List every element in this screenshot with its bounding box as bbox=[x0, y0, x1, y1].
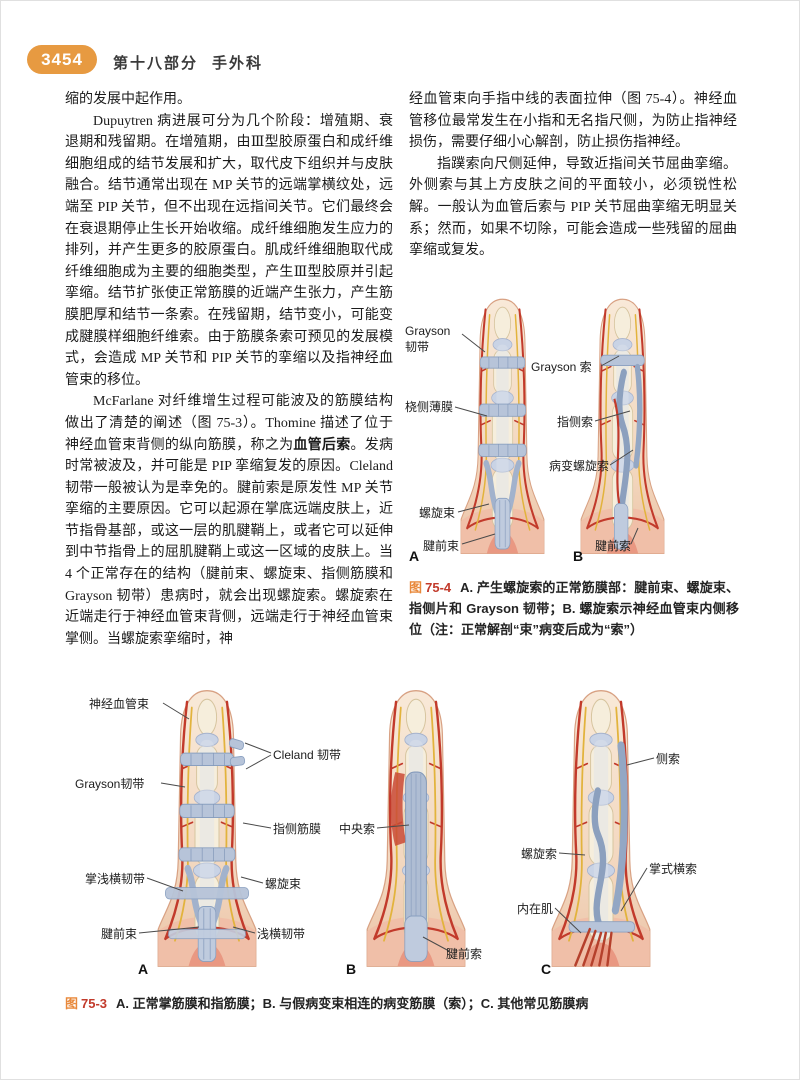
label-intrinsic-muscle: 内在肌 bbox=[517, 902, 554, 916]
label-radial-sheet: 桡侧薄膜 bbox=[405, 400, 454, 414]
label-cleland-ligament: Cleland 韧带 bbox=[273, 748, 342, 762]
paragraph: 指蹼索向尺侧延伸，导致近指间关节屈曲挛缩。外侧索与其上方皮肤之间的平面较小，必须… bbox=[409, 156, 737, 259]
label-palmar-transverse-cord: 掌式横索 bbox=[649, 862, 698, 876]
paragraph: 经血管束向手指中线的表面拉伸（图 75-4）。神经血管移位最常发生在小指和无名指… bbox=[409, 92, 737, 151]
finger-illustration-75-3-c bbox=[550, 689, 652, 969]
label-central-cord: 中央索 bbox=[339, 822, 376, 836]
panel-letter-c: C bbox=[541, 961, 552, 977]
label-diseased-spiral-cord: 病变螺旋索 bbox=[549, 459, 610, 473]
label-neurovascular-bundle: 神经血管束 bbox=[89, 697, 150, 711]
bold-term: 血管后索 bbox=[293, 437, 351, 453]
label-grayson-cord: Grayson 索 bbox=[531, 360, 592, 374]
paragraph: 缩的发展中起作用。 bbox=[65, 92, 191, 107]
label-palmar-transverse-ligament: 掌浅横韧带 bbox=[85, 872, 146, 886]
label-lateral-digital-sheet: 指侧筋膜 bbox=[273, 822, 322, 836]
finger-illustration-75-4-a bbox=[459, 297, 546, 555]
page-number: 3454 bbox=[41, 49, 83, 69]
panel-letter-b: B bbox=[346, 961, 357, 977]
label-lateral-cord: 侧索 bbox=[656, 752, 681, 766]
paragraph: McFarlane 对纤维增生过程可能波及的筋膜结构做出了清楚的阐述（图 75-… bbox=[65, 391, 393, 650]
header-section: 第十八部分 bbox=[113, 55, 199, 72]
paragraph: Dupuytren 病进展可分为几个阶段：增殖期、衰退期和残留期。在增殖期，由Ⅲ… bbox=[65, 113, 393, 388]
caption-figure-number: 75-3 bbox=[81, 996, 108, 1011]
label-spiral-band: 螺旋束 bbox=[265, 877, 302, 891]
label-pretendinous-cord: 腱前索 bbox=[446, 947, 483, 961]
header-title-text: 手外科 bbox=[212, 55, 264, 72]
label-superficial-transverse-ligament: 浅横韧带 bbox=[257, 927, 306, 941]
right-column: 经血管束向手指中线的表面拉伸（图 75-4）。神经血管移位最常发生在小指和无名指… bbox=[409, 89, 737, 262]
label-lateral-cord: 指侧索 bbox=[557, 415, 594, 429]
left-column: 缩的发展中起作用。 Dupuytren 病进展可分为几个阶段：增殖期、衰退期和残… bbox=[65, 89, 393, 650]
caption-text: A. 正常掌筋膜和指筋膜；B. 与假病变束相连的病变筋膜（索）；C. 其他常见筋… bbox=[116, 996, 589, 1011]
paragraph-text: McFarlane 对纤维增生过程可能波及的筋膜结构做出了清楚的阐述（图 75-… bbox=[65, 394, 393, 453]
caption-figure-number: 75-4 bbox=[425, 580, 452, 595]
caption-text: A. 产生螺旋索的正常筋膜部：腱前束、螺旋束、指侧片和 Grayson 韧带；B… bbox=[409, 580, 739, 638]
label-spiral-cord: 螺旋索 bbox=[521, 847, 558, 861]
page-number-tab: 3454 bbox=[27, 45, 97, 74]
panel-letter-a: A bbox=[138, 961, 149, 977]
running-header: 第十八部分手外科 bbox=[113, 52, 263, 73]
finger-illustration-75-3-a bbox=[156, 689, 258, 968]
figure-75-3: 神经血管束 Cleland 韧带 Grayson韧带 指侧筋膜 掌浅横韧带 螺旋… bbox=[61, 679, 761, 979]
label-grayson-ligament: Grayson韧带 bbox=[75, 777, 145, 791]
paragraph-text: 。发病时常被波及，并可能是 PIP 挛缩复发的原因。Cleland 韧带一般被认… bbox=[65, 437, 394, 647]
label-pretendinous-band: 腱前束 bbox=[101, 927, 138, 941]
caption-figure-word: 图 bbox=[65, 996, 79, 1011]
finger-illustration-75-3-b bbox=[365, 689, 467, 968]
caption-figure-word: 图 bbox=[409, 580, 423, 595]
label-grayson-ligament: Grayson 韧带 bbox=[405, 324, 451, 354]
label-spiral-band: 螺旋束 bbox=[419, 506, 456, 520]
label-pretendinous-cord: 腱前索 bbox=[595, 539, 632, 553]
panel-letter-a: A bbox=[409, 548, 420, 564]
panel-letter-b: B bbox=[573, 548, 584, 564]
label-pretendinous-band: 腱前束 bbox=[423, 539, 460, 553]
figure-75-4: Grayson 韧带 桡侧薄膜 螺旋束 腱前束 Grayson 索 指侧索 病变… bbox=[405, 294, 745, 566]
